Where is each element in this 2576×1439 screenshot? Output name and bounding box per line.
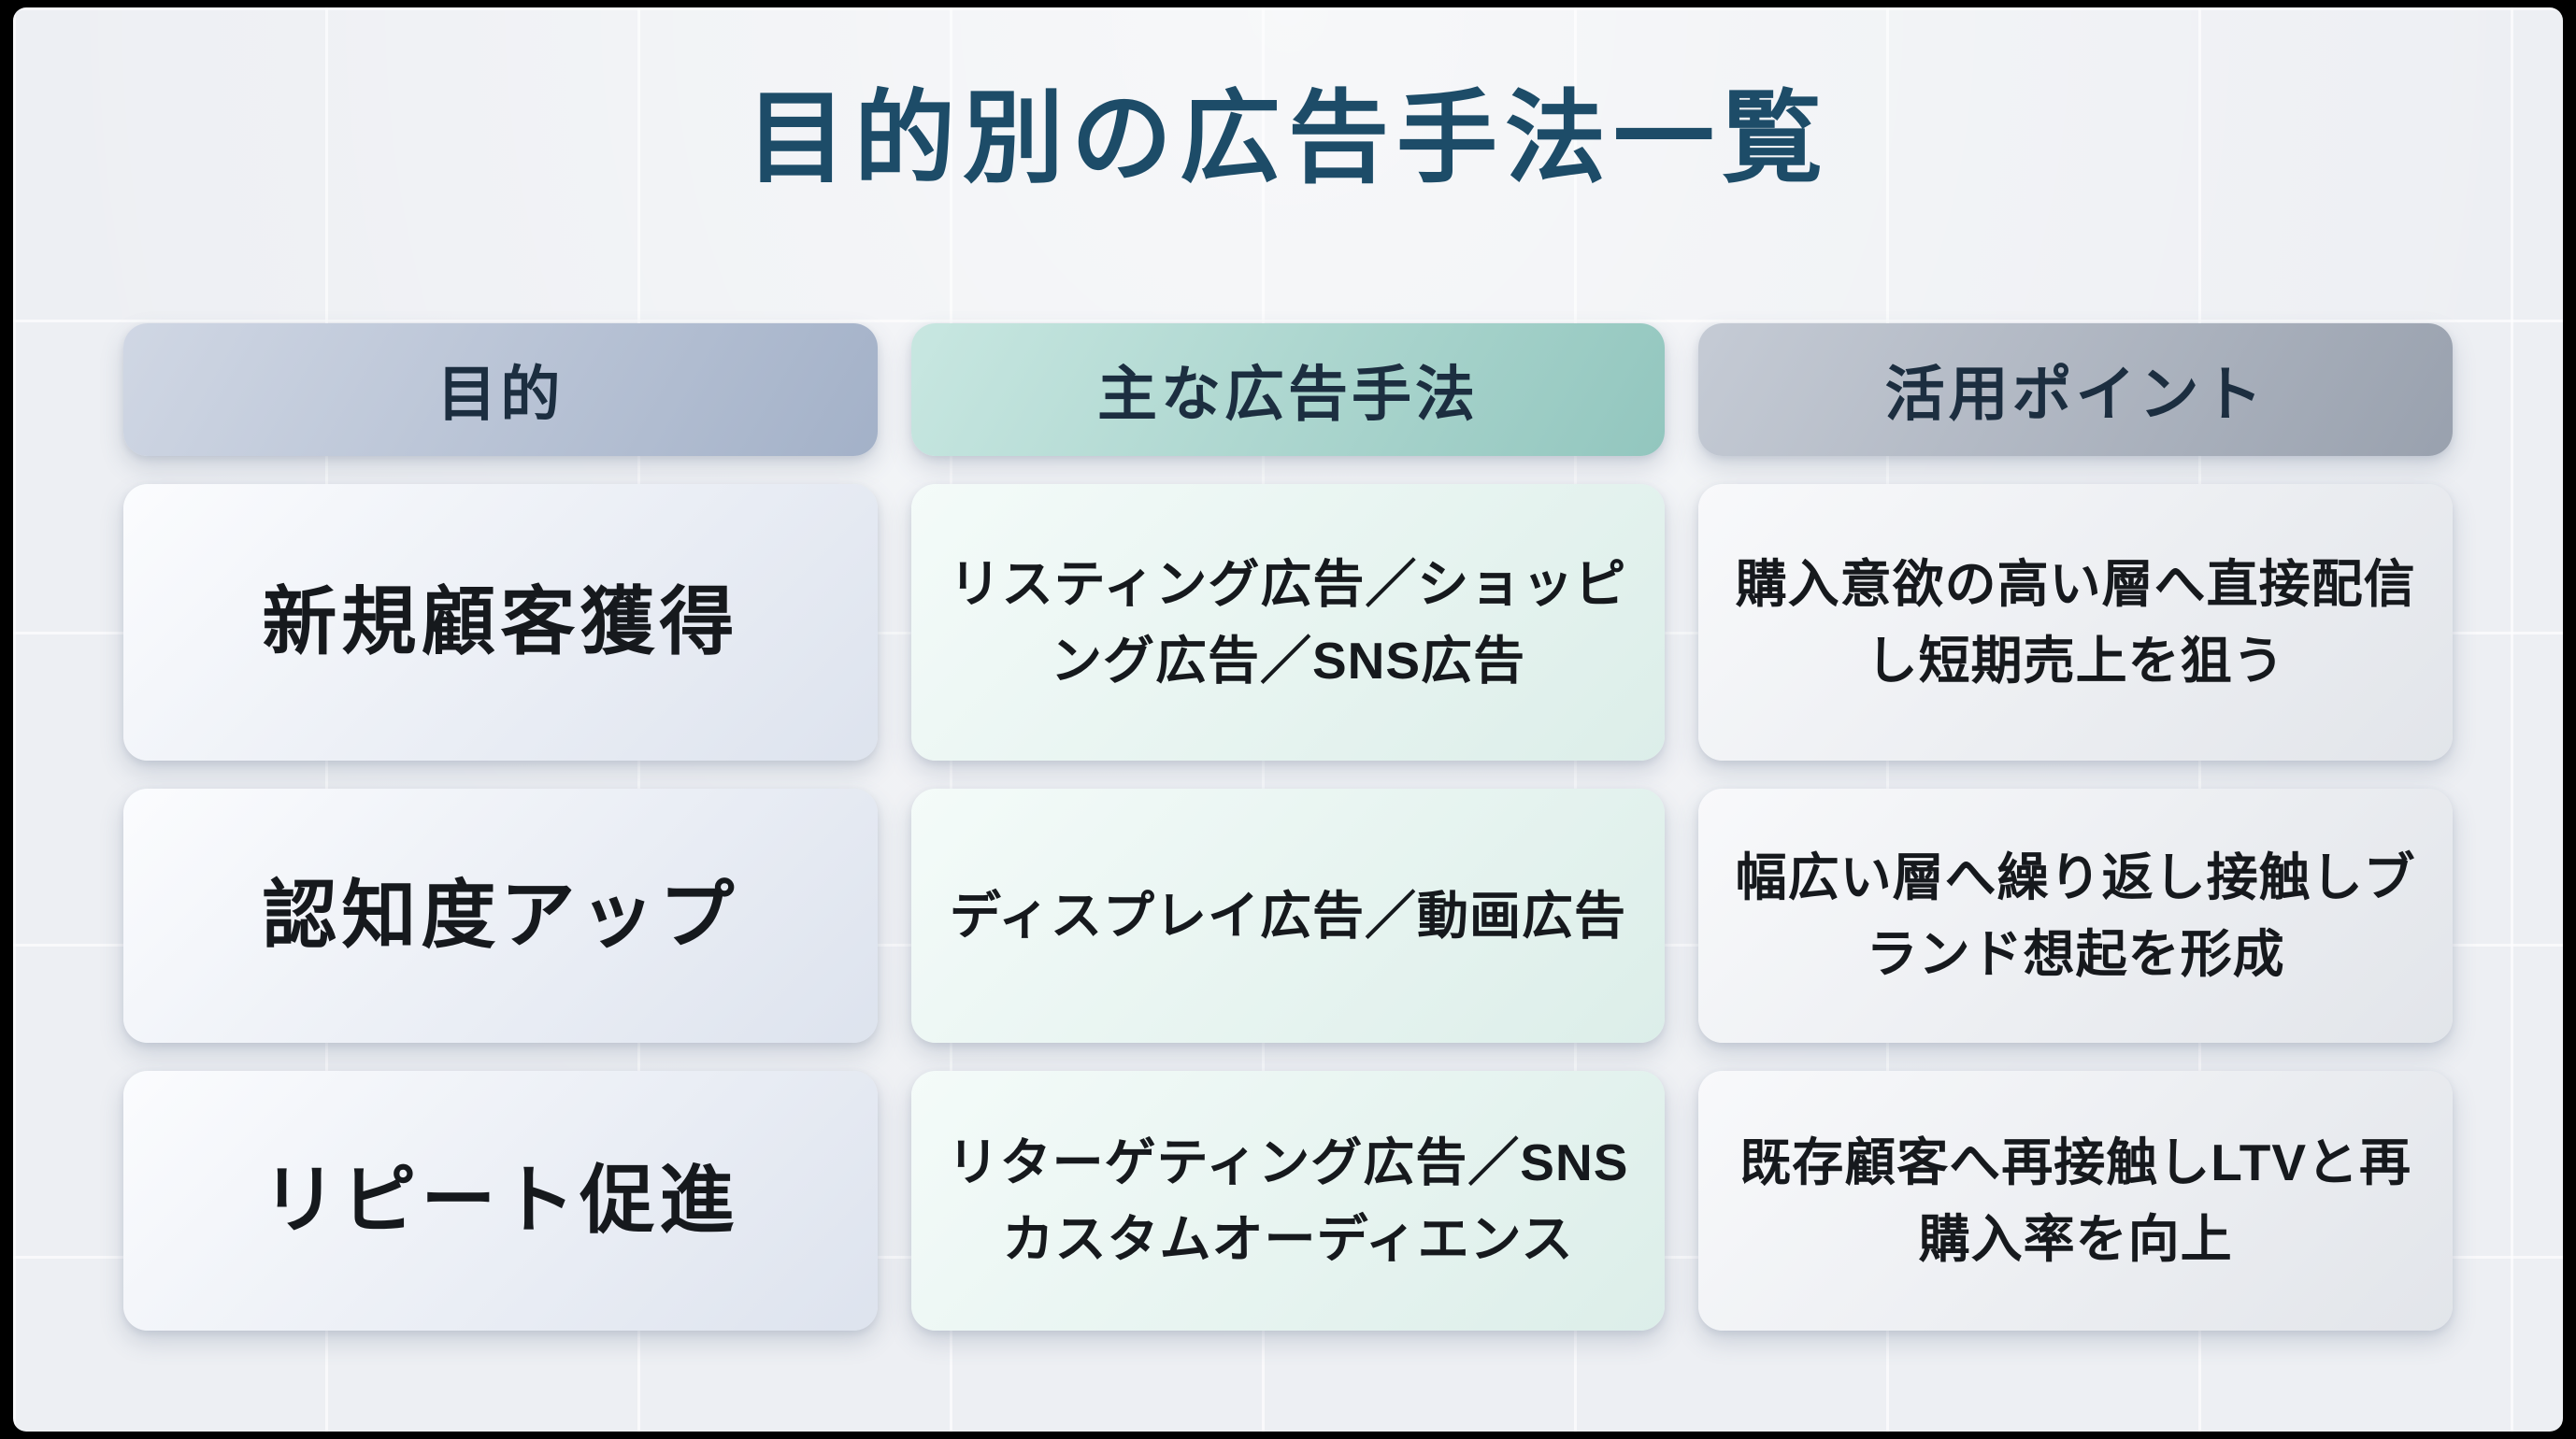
- cell-row1-methods: リスティング広告／ショッピング広告／SNS広告: [910, 484, 1666, 762]
- cell-row1-points: 購入意欲の高い層へ直接配信し短期売上を狙う: [1698, 484, 2453, 762]
- cell-row1-purpose: 新規顧客獲得: [123, 484, 878, 762]
- cell-row3-purpose: リピート促進: [123, 1071, 878, 1332]
- cell-row3-methods: リターゲティング広告／SNSカスタムオーディエンス: [910, 1071, 1666, 1332]
- slide-title: 目的別の広告手法一覧: [745, 81, 1830, 194]
- table-header-methods: 主な広告手法: [910, 323, 1666, 457]
- ad-methods-table: 目的 主な広告手法 活用ポイント 新規顧客獲得 リスティング広告／ショッピング広…: [123, 323, 2453, 1332]
- cell-row2-points: 幅広い層へ繰り返し接触しブランド想起を形成: [1698, 789, 2453, 1044]
- cell-row3-points: 既存顧客へ再接触しLTVと再購入率を向上: [1698, 1071, 2453, 1332]
- cell-row2-purpose: 認知度アップ: [123, 789, 878, 1044]
- slide-background: 目的別の広告手法一覧 目的 主な広告手法 活用ポイント 新規顧客獲得 リスティン…: [13, 7, 2563, 1432]
- cell-row2-methods: ディスプレイ広告／動画広告: [910, 789, 1666, 1044]
- table-header-points: 活用ポイント: [1698, 323, 2453, 457]
- table-header-purpose: 目的: [123, 323, 878, 457]
